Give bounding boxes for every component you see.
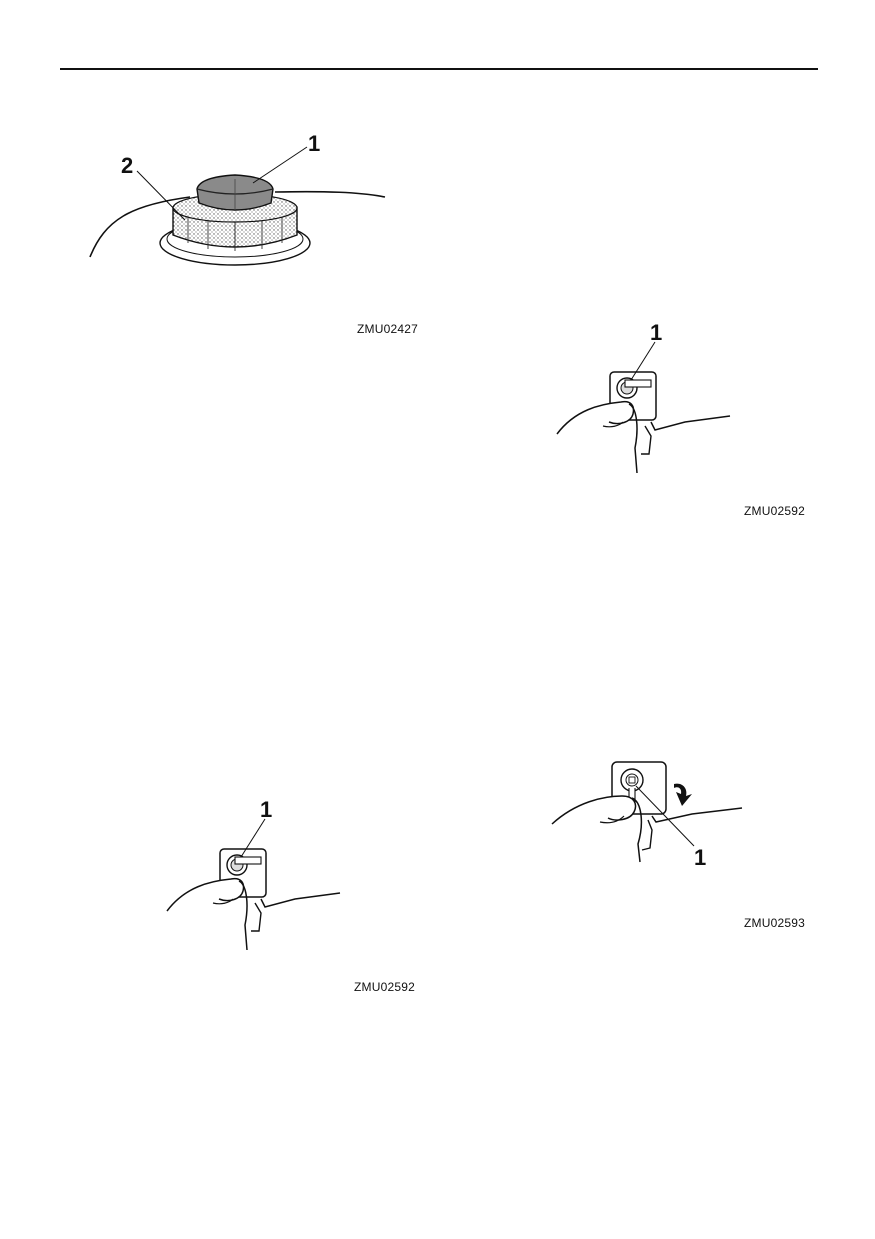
figure-code: ZMU02592 <box>354 980 415 994</box>
header-rule <box>60 68 818 70</box>
callout-1: 1 <box>694 845 706 870</box>
fuel-cap-illustration: 1 2 <box>85 125 395 285</box>
key-turn-illustration: 1 <box>551 758 752 873</box>
callout-1: 1 <box>260 797 272 822</box>
callout-1: 1 <box>650 320 662 345</box>
figure-code: ZMU02592 <box>744 504 805 518</box>
figure-code: ZMU02593 <box>744 916 805 930</box>
key-insert-illustration: 1 <box>165 795 345 955</box>
key-insert-illustration: 1 <box>555 318 735 478</box>
callout-2: 2 <box>121 153 133 178</box>
figure-code: ZMU02427 <box>357 322 418 336</box>
callout-1: 1 <box>308 131 320 156</box>
